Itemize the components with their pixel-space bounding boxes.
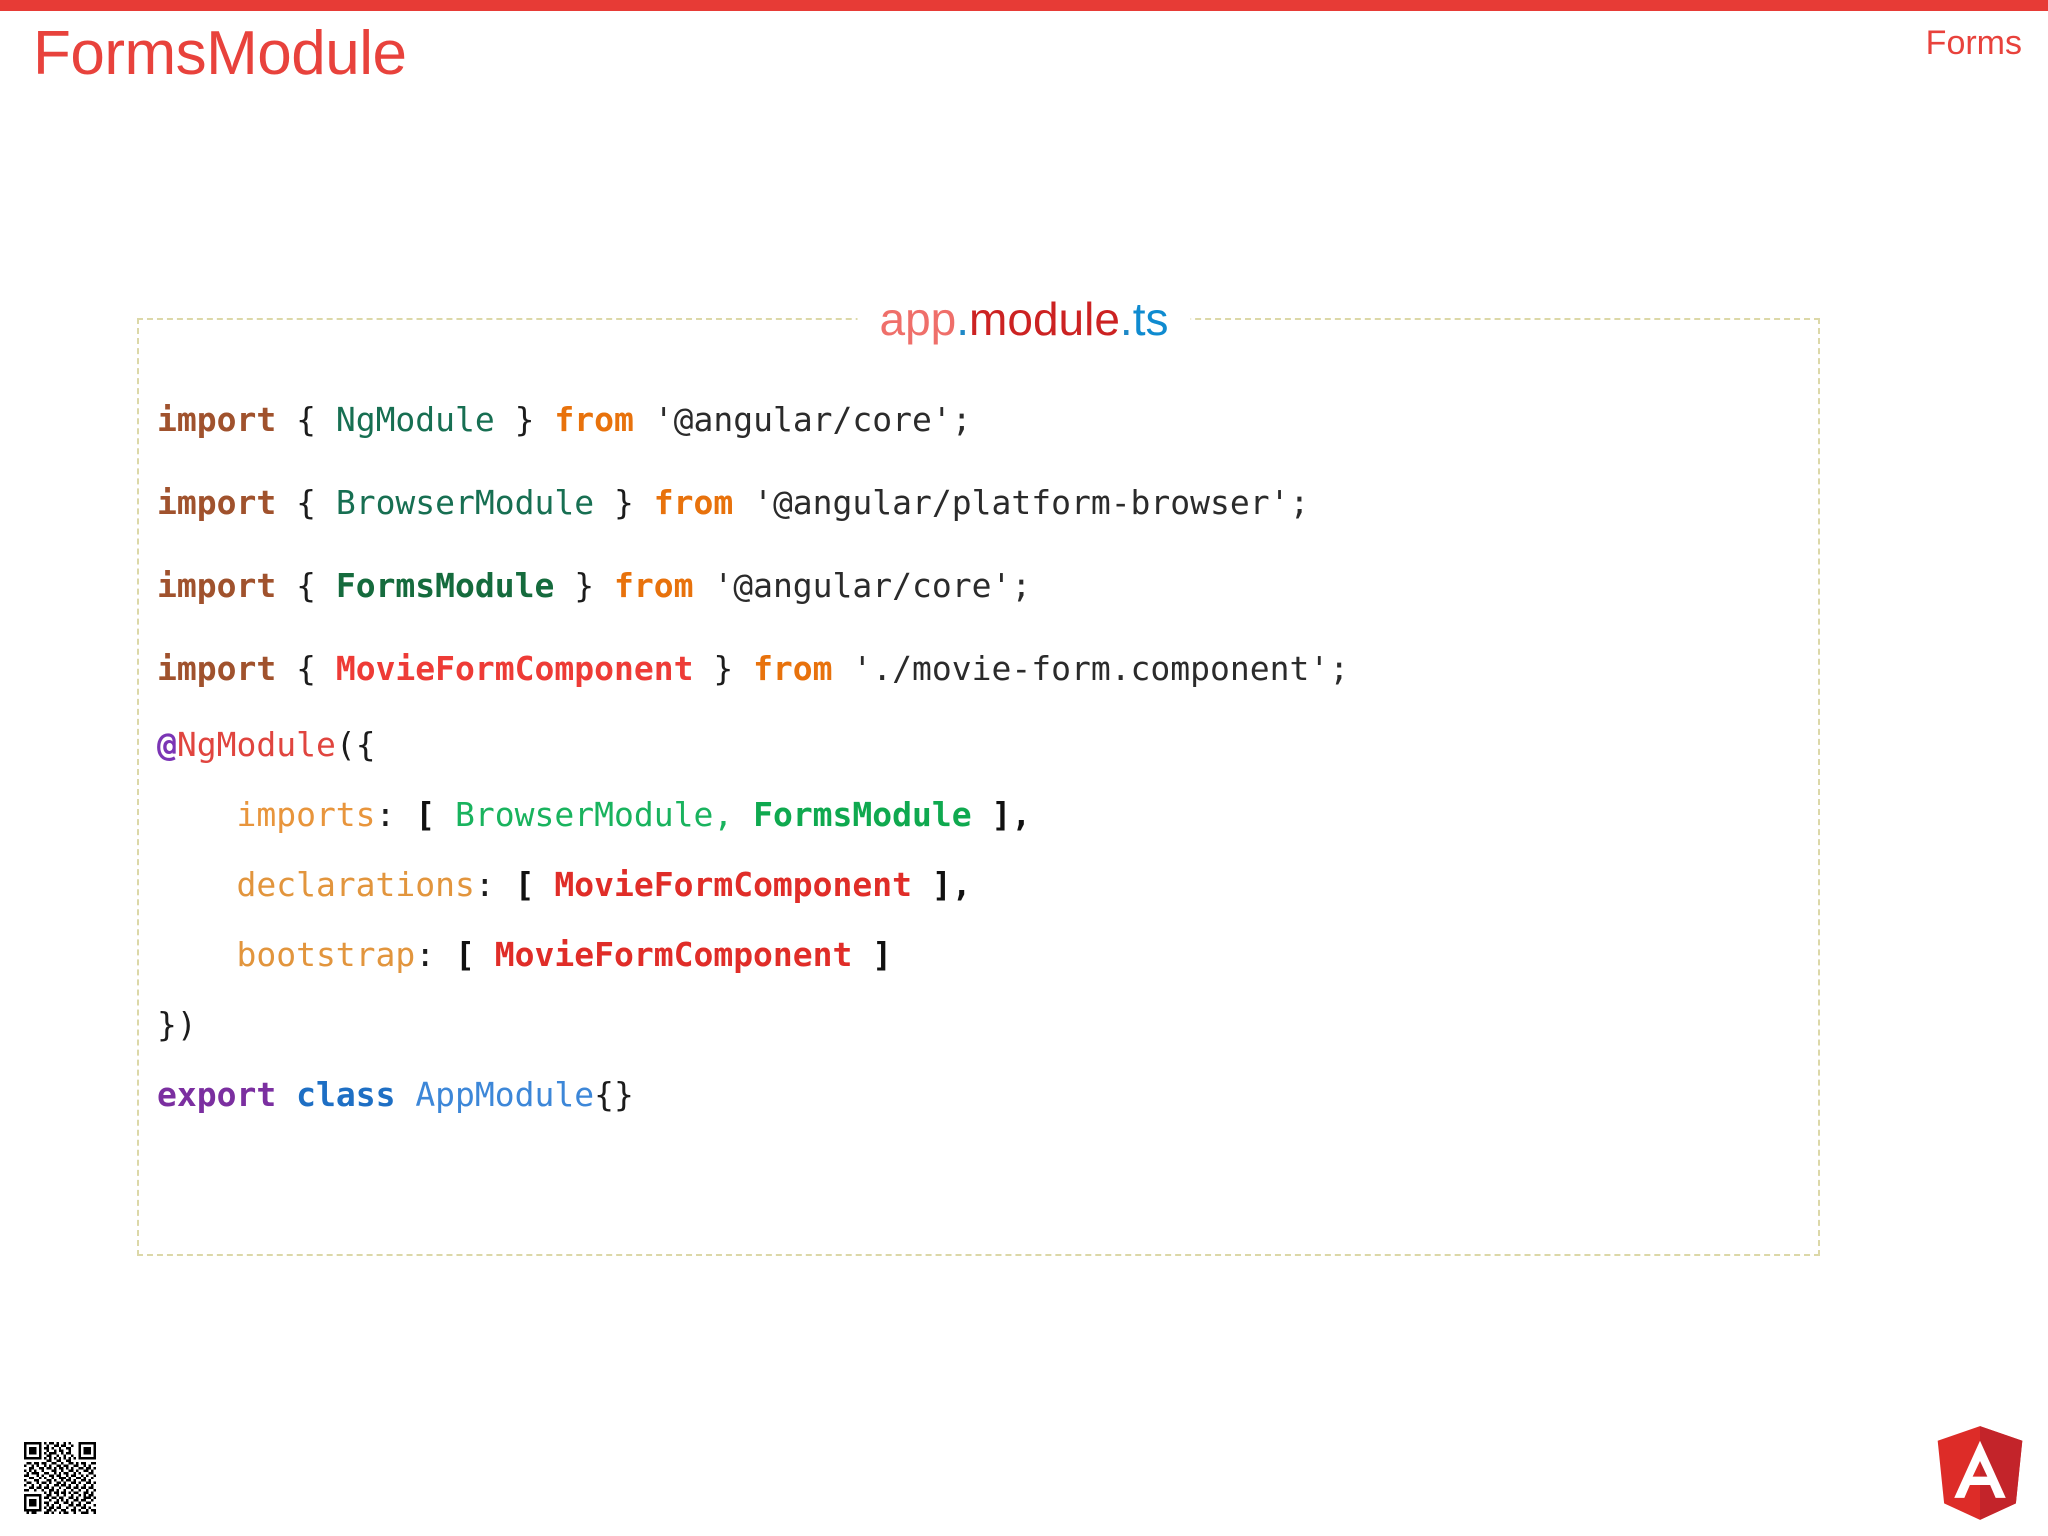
code-line-decorator-ngmodule: @NgModule({ — [157, 710, 1817, 780]
code-token: ], — [912, 865, 972, 904]
code-token: imports — [236, 795, 376, 834]
file-name-dot-1: . — [956, 293, 970, 345]
code-token: : — [474, 865, 515, 904]
code-file-name: app.module.ts — [857, 293, 1191, 345]
code-token: './movie-form.component'; — [832, 649, 1350, 688]
file-name-dot-2: . — [1119, 293, 1133, 345]
code-token: ({ — [335, 725, 376, 764]
top-accent-bar — [0, 0, 2048, 11]
code-token: }) — [157, 1005, 197, 1044]
code-token: '@angular/platform-browser'; — [733, 483, 1310, 522]
code-token: { — [276, 483, 336, 522]
code-line-import-formsmodule: import { FormsModule } from '@angular/co… — [157, 544, 1817, 627]
code-token: } — [594, 483, 654, 522]
code-line-prop-declarations: declarations: [ MovieFormComponent ], — [157, 850, 1817, 920]
code-token: [ — [415, 795, 456, 834]
code-token: import — [157, 483, 277, 522]
code-token: import — [157, 649, 277, 688]
code-token: from — [653, 483, 734, 522]
code-token: MovieFormComponent — [554, 865, 913, 904]
code-token: MovieFormComponent — [335, 649, 694, 688]
code-token: } — [494, 400, 555, 439]
code-token: bootstrap — [236, 935, 416, 974]
code-token: [ — [514, 865, 555, 904]
code-line-export-class-appmodule: export class AppModule{} — [157, 1060, 1817, 1130]
section-label: Forms — [1925, 24, 2022, 62]
code-line-prop-bootstrap: bootstrap: [ MovieFormComponent ] — [157, 920, 1817, 990]
code-token: NgModule — [335, 400, 495, 439]
code-token: { — [276, 649, 336, 688]
code-token: } — [554, 566, 614, 605]
code-token: MovieFormComponent — [494, 935, 853, 974]
file-name-ext: ts — [1132, 293, 1169, 345]
code-token: class — [296, 1075, 396, 1114]
code-token: FormsModule — [335, 566, 555, 605]
code-token: BrowserModule — [455, 795, 714, 834]
code-token: {} — [594, 1075, 634, 1114]
qr-code-icon — [24, 1442, 96, 1514]
file-name-module: module — [969, 293, 1120, 345]
code-token — [395, 1075, 415, 1114]
code-token — [276, 1075, 296, 1114]
code-token: from — [753, 649, 833, 688]
code-line-import-browsermodule: import { BrowserModule } from '@angular/… — [157, 461, 1817, 544]
code-line-decorator-close: }) — [157, 990, 1817, 1060]
code-token: import — [157, 566, 277, 605]
code-token: from — [613, 566, 694, 605]
code-token: AppModule — [415, 1075, 595, 1114]
code-card — [137, 318, 1820, 1256]
code-token: @ — [157, 725, 177, 764]
angular-logo-icon — [1934, 1424, 2026, 1522]
code-line-import-movieformcomponent: import { MovieFormComponent } from './mo… — [157, 627, 1817, 710]
code-token: , — [713, 795, 754, 834]
code-token: declarations — [236, 865, 475, 904]
code-token: } — [693, 649, 754, 688]
code-token: ] — [852, 935, 893, 974]
code-token: '@angular/core'; — [693, 566, 1032, 605]
code-token: { — [276, 566, 336, 605]
page-title: FormsModule — [33, 19, 407, 88]
code-line-prop-imports: imports: [ BrowserModule, FormsModule ], — [157, 780, 1817, 850]
code-token: BrowserModule — [335, 483, 595, 522]
code-token: : — [415, 935, 456, 974]
code-line-import-ngmodule: import { NgModule } from '@angular/core'… — [157, 378, 1817, 461]
code-token: import — [157, 400, 277, 439]
code-token: ], — [971, 795, 1032, 834]
code-token: [ — [455, 935, 495, 974]
code-token: FormsModule — [753, 795, 972, 834]
code-token: export — [157, 1075, 277, 1114]
code-block: import { NgModule } from '@angular/core'… — [157, 378, 1817, 1130]
file-name-app: app — [879, 293, 957, 345]
code-token: NgModule — [176, 725, 336, 764]
code-token: { — [276, 400, 336, 439]
code-token: '@angular/core'; — [633, 400, 972, 439]
code-token: : — [375, 795, 416, 834]
code-token: from — [554, 400, 634, 439]
